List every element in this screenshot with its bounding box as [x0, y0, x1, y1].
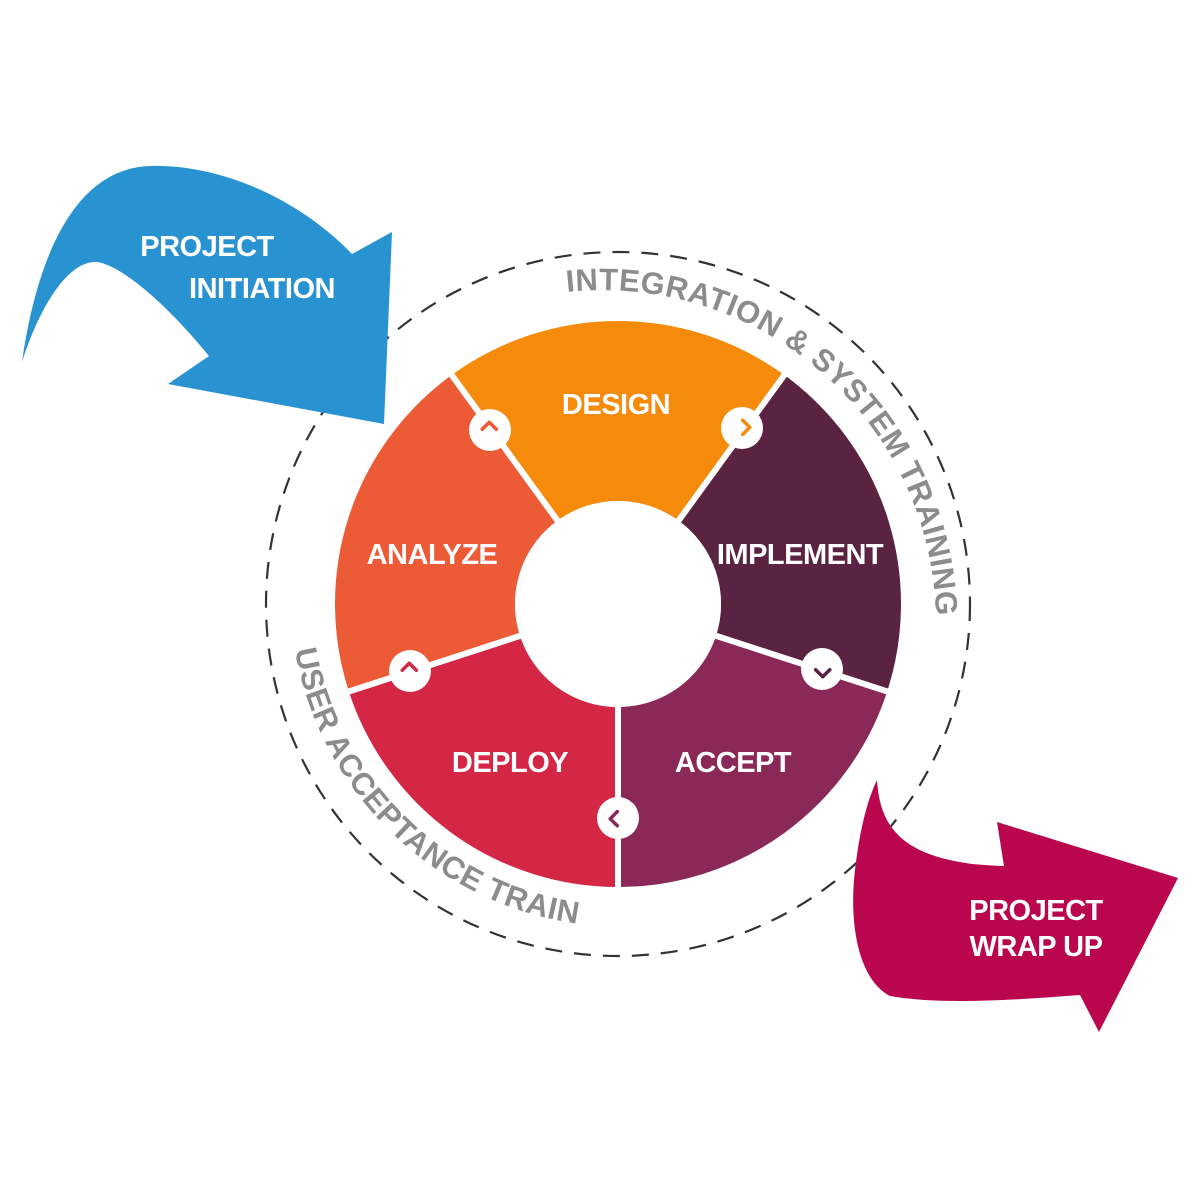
connector-circle — [469, 409, 511, 451]
chevron-icon — [740, 418, 752, 437]
chevron-icon — [813, 667, 832, 679]
connector-4 — [597, 797, 639, 839]
dashed-training-ring — [264, 250, 972, 958]
deploy-label: DEPLOY — [452, 747, 568, 779]
connector-5 — [389, 650, 431, 692]
project-wrapup-arrow — [853, 780, 1178, 1032]
chevron-icon — [608, 809, 620, 828]
project-initiation-line1: PROJECT — [140, 231, 274, 263]
chevron-icon — [480, 420, 499, 432]
wheel-center — [515, 501, 721, 707]
connector-circle — [721, 407, 763, 449]
connector-2 — [721, 407, 763, 449]
implement-label: IMPLEMENT — [717, 539, 884, 571]
analyze-label: ANALYZE — [367, 539, 498, 571]
connector-icons — [389, 407, 843, 839]
project-wrapup-line1: PROJECT — [969, 895, 1103, 927]
connector-1 — [469, 409, 511, 451]
project-wrapup-line2: WRAP UP — [970, 931, 1103, 963]
project-initiation-arrow — [22, 165, 392, 424]
accept-label: ACCEPT — [675, 747, 792, 779]
connector-circle — [801, 648, 843, 690]
connector-circle — [597, 797, 639, 839]
project-initiation-line2: INITIATION — [189, 273, 335, 305]
design-label: DESIGN — [562, 389, 670, 421]
connector-circle — [389, 650, 431, 692]
chevron-icon — [400, 661, 419, 673]
connector-3 — [801, 648, 843, 690]
